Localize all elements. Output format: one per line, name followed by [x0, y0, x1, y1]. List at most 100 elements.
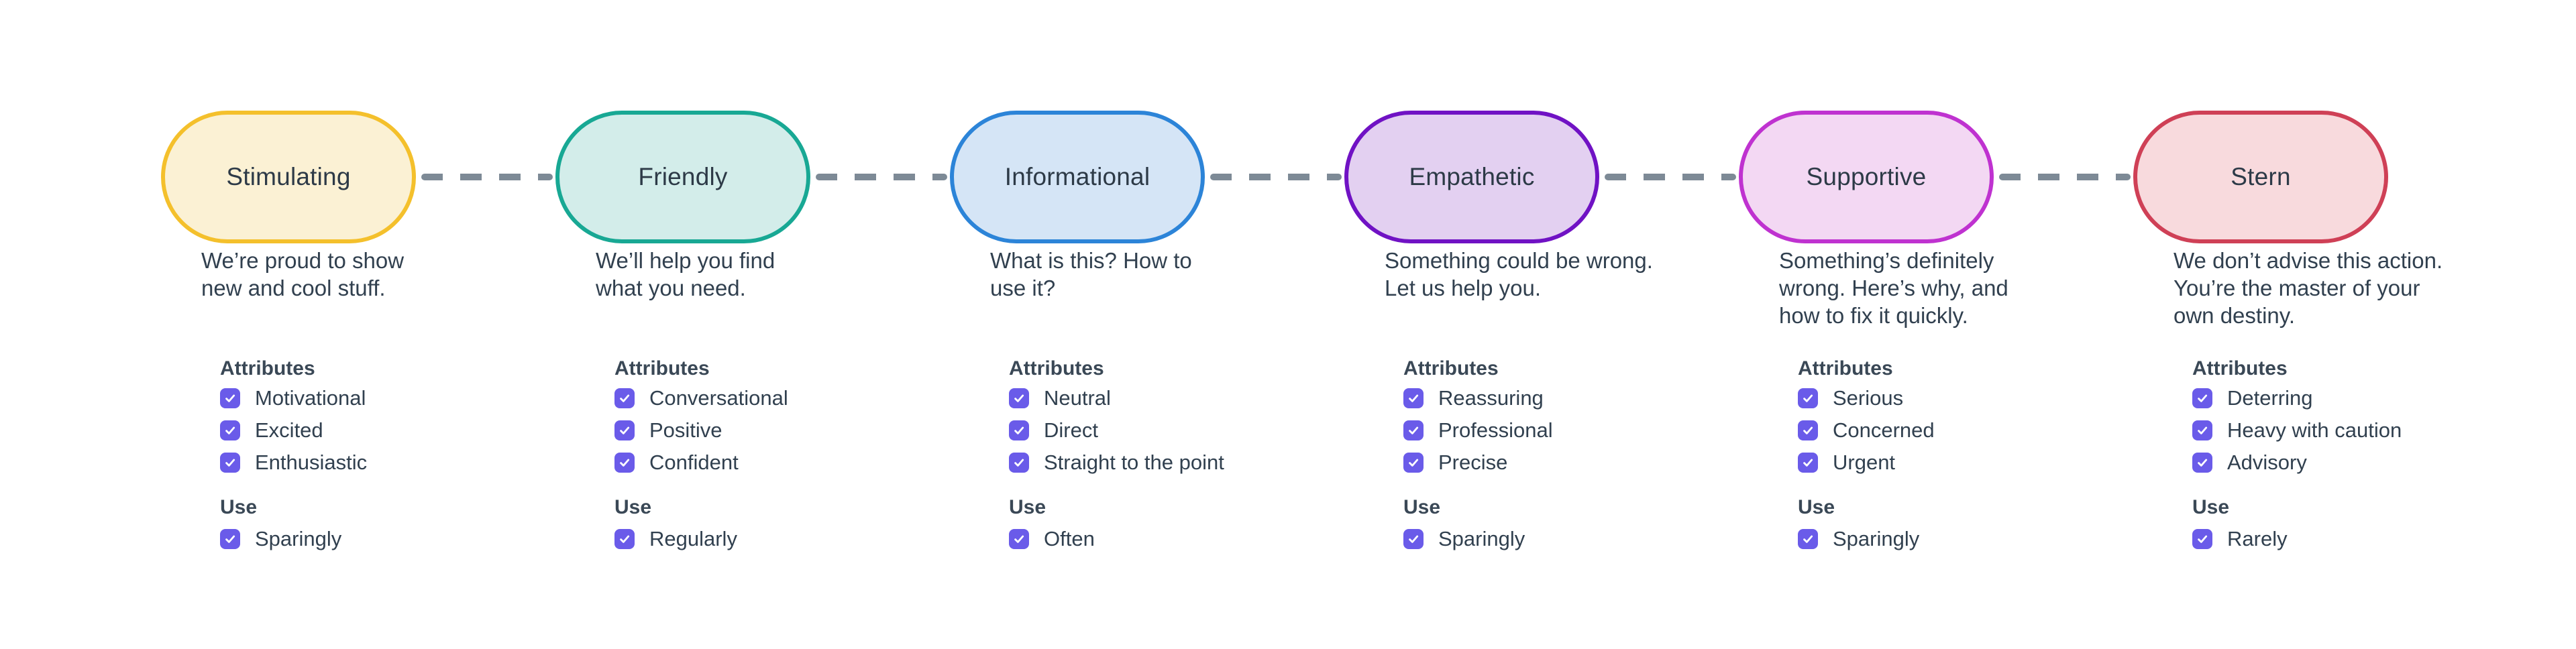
attribute-row: Serious [1798, 382, 1935, 414]
dashed-connector-line [421, 174, 553, 180]
use-list: Rarely [2192, 523, 2288, 555]
attribute-row: Concerned [1798, 414, 1935, 447]
attributes-list: Deterring Heavy with caution [2192, 382, 2402, 479]
tone-pill-node: Supportive [1739, 111, 1994, 243]
checkbox-checked-icon[interactable] [220, 453, 240, 473]
tone-pill-node: Informational [950, 111, 1205, 243]
attribute-label: Enthusiastic [255, 451, 368, 474]
attribute-label: Straight to the point [1044, 451, 1224, 474]
attribute-label: Positive [649, 418, 722, 442]
checkbox-checked-icon[interactable] [614, 529, 635, 549]
attribute-label: Neutral [1044, 386, 1111, 410]
attributes-list: Conversational Positive [614, 382, 788, 479]
attributes-header: Attributes [1009, 357, 1104, 379]
tone-description: What is this? How to use it? [990, 248, 1192, 300]
attributes-header: Attributes [1403, 357, 1499, 379]
use-label: Often [1044, 527, 1095, 550]
checkbox-checked-icon[interactable] [1798, 529, 1818, 549]
use-list: Often [1009, 523, 1095, 555]
checkbox-checked-icon[interactable] [220, 529, 240, 549]
use-label: Regularly [649, 527, 737, 550]
use-header: Use [2192, 496, 2230, 518]
attributes-list: Motivational Excited [220, 382, 367, 479]
attributes-list: Serious Concerned [1798, 382, 1935, 479]
checkbox-checked-icon[interactable] [220, 420, 240, 440]
tone-description: Something’s definitely wrong. Here’s why… [1779, 248, 2008, 328]
checkbox-checked-icon[interactable] [220, 388, 240, 408]
attribute-label: Precise [1438, 451, 1508, 474]
checkbox-checked-icon[interactable] [1403, 453, 1424, 473]
attributes-header: Attributes [2192, 357, 2288, 379]
tone-pill-node: Empathetic [1344, 111, 1599, 243]
use-list: Regularly [614, 523, 737, 555]
tone-column: Stimulating We’re proud to show new and … [161, 0, 555, 649]
checkbox-checked-icon[interactable] [614, 453, 635, 473]
checkbox-checked-icon[interactable] [614, 388, 635, 408]
use-header: Use [614, 496, 652, 518]
tone-column: Informational What is this? How to use i… [950, 0, 1344, 649]
checkbox-checked-icon[interactable] [1009, 388, 1029, 408]
tone-description: We’ll help you find what you need. [596, 248, 775, 300]
use-list: Sparingly [1403, 523, 1525, 555]
checkbox-checked-icon[interactable] [1798, 453, 1818, 473]
attribute-label: Professional [1438, 418, 1553, 442]
attribute-label: Conversational [649, 386, 788, 410]
checkbox-checked-icon[interactable] [614, 420, 635, 440]
checkbox-checked-icon[interactable] [1798, 420, 1818, 440]
use-list: Sparingly [220, 523, 341, 555]
attribute-label: Motivational [255, 386, 366, 410]
dashed-connector-line [1999, 174, 2131, 180]
tone-pill-label: Stern [2231, 163, 2291, 190]
checkbox-checked-icon[interactable] [1009, 529, 1029, 549]
use-header: Use [220, 496, 258, 518]
tone-description: We don’t advise this action. You’re the … [2174, 248, 2443, 328]
checkbox-checked-icon[interactable] [2192, 420, 2212, 440]
use-header: Use [1403, 496, 1441, 518]
tone-pill-node: Stern [2133, 111, 2388, 243]
attribute-label: Advisory [2227, 451, 2307, 474]
tone-column: Friendly We’ll help you find what you ne… [555, 0, 950, 649]
attribute-row: Precise [1403, 447, 1553, 479]
checkbox-checked-icon[interactable] [2192, 529, 2212, 549]
attribute-label: Urgent [1833, 451, 1896, 474]
tone-pill-label: Empathetic [1409, 163, 1535, 190]
attribute-row: Heavy with caution [2192, 414, 2402, 447]
checkbox-checked-icon[interactable] [2192, 388, 2212, 408]
checkbox-checked-icon[interactable] [1403, 388, 1424, 408]
use-label: Sparingly [1833, 527, 1920, 550]
attribute-row: Urgent [1798, 447, 1935, 479]
attribute-label: Confident [649, 451, 739, 474]
checkbox-checked-icon[interactable] [1403, 420, 1424, 440]
tone-pill-node: Stimulating [161, 111, 416, 243]
checkbox-checked-icon[interactable] [1009, 453, 1029, 473]
checkbox-checked-icon[interactable] [1009, 420, 1029, 440]
dashed-connector-line [816, 174, 947, 180]
tone-column: Supportive Something’s definitely wrong.… [1739, 0, 2133, 649]
attribute-row: Deterring [2192, 382, 2402, 414]
tone-pill-node: Friendly [555, 111, 810, 243]
use-label: Sparingly [1438, 527, 1525, 550]
checkbox-checked-icon[interactable] [1403, 529, 1424, 549]
attribute-row: Enthusiastic [220, 447, 367, 479]
use-row: Often [1009, 523, 1095, 555]
attribute-label: Heavy with caution [2227, 418, 2402, 442]
use-header: Use [1009, 496, 1046, 518]
tone-pill-label: Supportive [1806, 163, 1927, 190]
checkbox-checked-icon[interactable] [1798, 388, 1818, 408]
attribute-label: Serious [1833, 386, 1904, 410]
attribute-label: Excited [255, 418, 323, 442]
tone-description: We’re proud to show new and cool stuff. [201, 248, 405, 300]
attribute-row: Reassuring [1403, 382, 1553, 414]
tone-pill-label: Informational [1004, 163, 1150, 190]
attributes-header: Attributes [614, 357, 710, 379]
attribute-row: Confident [614, 447, 788, 479]
tone-column: Stern We don’t advise this action. You’r… [2133, 0, 2528, 649]
attributes-header: Attributes [1798, 357, 1893, 379]
use-row: Rarely [2192, 523, 2288, 555]
attributes-list: Neutral Direct [1009, 382, 1224, 479]
use-row: Regularly [614, 523, 737, 555]
dashed-connector-line [1605, 174, 1736, 180]
checkbox-checked-icon[interactable] [2192, 453, 2212, 473]
attribute-label: Direct [1044, 418, 1098, 442]
attribute-label: Concerned [1833, 418, 1935, 442]
